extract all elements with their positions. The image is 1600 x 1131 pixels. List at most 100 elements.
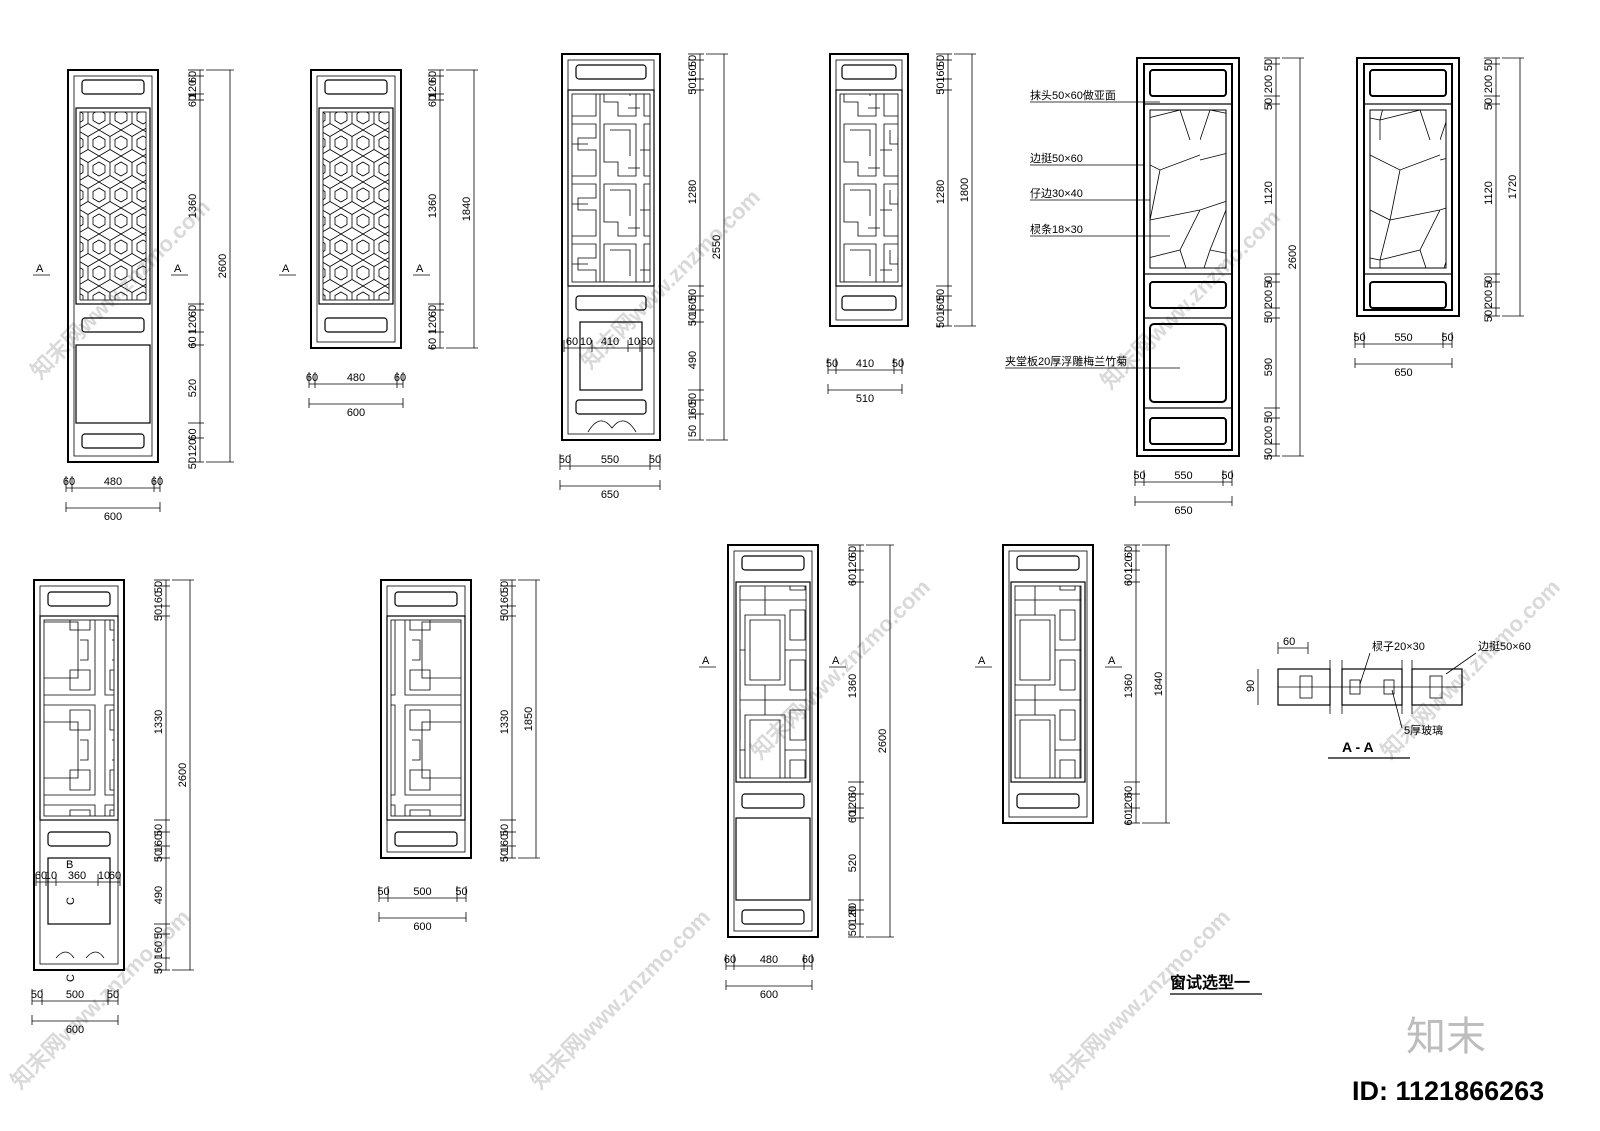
total-width-dimension: 650	[1174, 505, 1192, 517]
height-dimension: 1360	[427, 194, 439, 218]
height-dimension: 160	[153, 941, 165, 959]
height-dimension: 200	[1263, 426, 1275, 444]
inner-width-dimension: 10	[45, 870, 57, 882]
height-dimension: 50	[153, 581, 165, 593]
total-width-dimension: 510	[856, 393, 874, 405]
height-dimension: 1330	[499, 710, 511, 734]
height-dimension: 120	[187, 80, 199, 98]
height-dimension: 50	[1263, 448, 1275, 460]
total-height-dimension: 1840	[461, 197, 473, 221]
height-dimension: 60	[187, 428, 199, 440]
height-dimension: 50	[1483, 310, 1495, 322]
height-dimension: 520	[847, 854, 859, 872]
height-dimension: 50	[153, 609, 165, 621]
total-width-dimension: 650	[1394, 367, 1412, 379]
section-mark-a: A	[702, 655, 710, 667]
height-dimension: 50	[687, 82, 699, 94]
section-note: 边挺50×60	[1478, 639, 1531, 653]
inner-width-dimension: 60	[35, 870, 47, 882]
height-dimension: 120	[427, 316, 439, 334]
total-height-dimension: 1800	[959, 178, 971, 202]
total-height-dimension: 1840	[1153, 672, 1165, 696]
width-dimension: 50	[649, 454, 661, 466]
height-dimension: 490	[687, 351, 699, 369]
callout-label: 抹头50×60做亚面	[1030, 88, 1116, 102]
total-width-dimension: 600	[66, 1024, 84, 1036]
height-dimension: 1360	[187, 194, 199, 218]
height-dimension: 50	[687, 289, 699, 301]
total-height-dimension: 2600	[217, 254, 229, 278]
width-dimension: 60	[724, 954, 736, 966]
width-dimension: 60	[63, 476, 75, 488]
height-dimension: 60	[187, 95, 199, 107]
height-dimension: 50	[1263, 411, 1275, 423]
inner-width-dimension: 360	[68, 870, 86, 882]
height-dimension: 60	[187, 305, 199, 317]
section-title: A - A	[1342, 739, 1374, 755]
section-mark-b: B	[66, 859, 73, 871]
width-dimension: 500	[66, 989, 84, 1001]
height-dimension: 60	[1123, 574, 1135, 586]
width-dimension: 480	[347, 372, 365, 384]
height-dimension: 50	[1483, 59, 1495, 71]
height-dimension: 50	[687, 314, 699, 326]
width-dimension: 50	[559, 454, 571, 466]
height-dimension: 50	[1263, 311, 1275, 323]
height-dimension: 50	[1263, 98, 1275, 110]
height-dimension: 160	[153, 591, 165, 609]
width-dimension: 60	[151, 476, 163, 488]
watermark: 知末网www.znzmo.com	[1046, 904, 1235, 1093]
panel-ice-1720	[1356, 57, 1460, 317]
height-dimension: 60	[847, 811, 859, 823]
panel-grid-2600	[33, 579, 125, 971]
panel-fret-1800	[829, 53, 909, 327]
height-dimension: 50	[153, 962, 165, 974]
height-dimension: 1280	[935, 180, 947, 204]
height-dimension: 50	[499, 609, 511, 621]
inner-width-dimension: 60	[641, 336, 653, 348]
height-dimension: 50	[935, 55, 947, 67]
height-dimension: 50	[1263, 59, 1275, 71]
width-dimension: 480	[760, 954, 778, 966]
callout-label: 仔边30×40	[1030, 187, 1083, 200]
height-dimension: 50	[935, 82, 947, 94]
height-dimension: 160	[687, 402, 699, 420]
height-dimension: 60	[1123, 786, 1135, 798]
total-height-dimension: 2600	[877, 729, 889, 753]
width-dimension: 550	[1174, 470, 1192, 482]
height-dimension: 200	[1263, 290, 1275, 308]
section-mark-a: A	[282, 263, 290, 275]
total-width-dimension: 600	[760, 989, 778, 1001]
height-dimension: 1280	[687, 180, 699, 204]
total-width-dimension: 600	[104, 511, 122, 523]
width-dimension: 480	[104, 476, 122, 488]
section-mark-a: A	[978, 655, 986, 667]
section-note: 棂子20×30	[1372, 639, 1425, 653]
width-dimension: 50	[31, 989, 43, 1001]
callout-label: 夹堂板20厚浮雕梅兰竹菊	[1005, 354, 1127, 368]
width-dimension: 50	[892, 358, 904, 370]
total-height-dimension: 2600	[1287, 245, 1299, 269]
section-mark-a: A	[174, 263, 182, 275]
callout-label: 边挺50×60	[1030, 151, 1083, 165]
height-dimension: 60	[847, 903, 859, 915]
height-dimension: 590	[1263, 358, 1275, 376]
panel-hex-1840	[310, 69, 402, 349]
height-dimension: 50	[153, 850, 165, 862]
height-dimension: 50	[499, 824, 511, 836]
height-dimension: 120	[1123, 555, 1135, 573]
panel-ice-2600	[1136, 57, 1240, 457]
section-mark-a: A	[832, 655, 840, 667]
height-dimension: 50	[499, 850, 511, 862]
height-dimension: 200	[1483, 290, 1495, 308]
height-dimension: 50	[153, 927, 165, 939]
drawing-id: ID: 1121866263	[1352, 1076, 1544, 1106]
brand-watermark: 知末	[1406, 1014, 1486, 1060]
inner-width-dimension: 410	[601, 336, 619, 348]
height-dimension: 50	[687, 55, 699, 67]
inner-width-dimension: 60	[109, 870, 121, 882]
height-dimension: 490	[153, 886, 165, 904]
height-dimension: 60	[427, 305, 439, 317]
width-dimension: 50	[1353, 332, 1365, 344]
panel-fret-2550	[561, 53, 661, 441]
